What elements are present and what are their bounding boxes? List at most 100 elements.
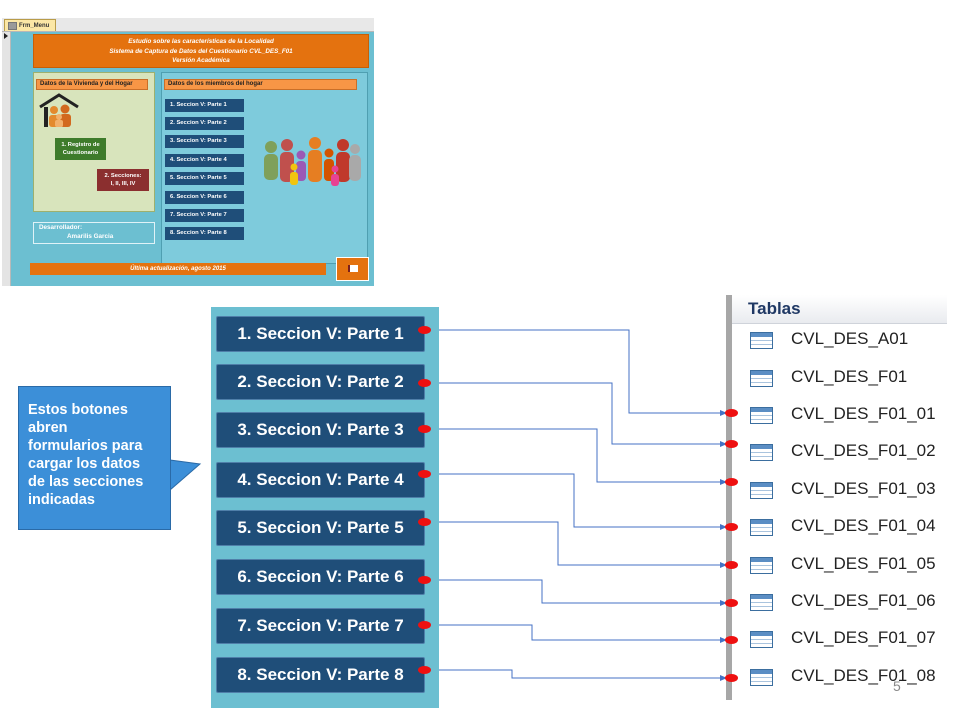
tables-panel: Tablas CVL_DES_A01 CVL_DES_F01 CVL_DES_F… [726, 295, 947, 700]
form-body: Estudio sobre las características de la … [11, 32, 374, 286]
section-button-3[interactable]: 3. Seccion V: Parte 3 [216, 412, 425, 448]
callout-note: Estos botones abren formularios para car… [18, 386, 171, 530]
connector-1 [432, 329, 727, 414]
small-section-button-6[interactable]: 6. Seccion V: Parte 6 [165, 191, 244, 204]
table-dot-1 [725, 409, 738, 417]
form-window: Frm_Menu Estudio sobre las característic… [2, 18, 374, 286]
small-section-button-5[interactable]: 5. Seccion V: Parte 5 [165, 172, 244, 185]
secciones-line-1: 2. Secciones: [104, 173, 142, 179]
connector-2 [432, 382, 727, 445]
exit-button[interactable] [336, 257, 369, 281]
table-icon [750, 370, 773, 387]
table-icon [750, 557, 773, 574]
tables-title: Tablas [748, 299, 801, 318]
button-dot-4 [418, 470, 431, 478]
button-dot-3 [418, 425, 431, 433]
table-icon [750, 332, 773, 349]
table-item[interactable]: CVL_DES_F01_06 [732, 588, 947, 618]
form-tab-bar: Frm_Menu [2, 18, 374, 32]
last-update-bar: Última actualización, agosto 2015 [30, 263, 326, 275]
table-dot-5 [725, 561, 738, 569]
title-line-3: Versión Académica [172, 57, 230, 64]
table-icon [750, 482, 773, 499]
table-item[interactable]: CVL_DES_F01_08 [732, 663, 947, 693]
arrowhead-6 [720, 600, 727, 606]
table-item[interactable]: CVL_DES_F01_01 [732, 401, 947, 431]
page-number: 5 [893, 678, 901, 694]
table-item[interactable]: CVL_DES_F01_02 [732, 438, 947, 468]
section-button-2[interactable]: 2. Seccion V: Parte 2 [216, 364, 425, 400]
button-dot-7 [418, 621, 431, 629]
section-button-7[interactable]: 7. Seccion V: Parte 7 [216, 608, 425, 644]
table-name: CVL_DES_F01_06 [791, 591, 936, 610]
connector-3 [432, 428, 727, 483]
household-panel: Datos de la Vivienda y del Hogar 1. Regi… [33, 72, 155, 212]
table-item[interactable]: CVL_DES_F01_05 [732, 551, 947, 581]
table-item[interactable]: CVL_DES_F01_07 [732, 625, 947, 655]
title-banner: Estudio sobre las características de la … [33, 34, 369, 68]
connector-7 [432, 624, 727, 641]
section-button-4[interactable]: 4. Seccion V: Parte 4 [216, 462, 425, 498]
title-line-2: Sistema de Captura de Datos del Cuestion… [109, 47, 293, 55]
form-tab[interactable]: Frm_Menu [4, 19, 56, 31]
section-buttons-panel: 1. Seccion V: Parte 1 2. Seccion V: Part… [211, 307, 439, 708]
table-dot-3 [725, 478, 738, 486]
arrowhead-1 [720, 410, 727, 416]
house-family-icon [39, 93, 79, 127]
table-item[interactable]: CVL_DES_A01 [732, 326, 947, 356]
connector-6 [432, 579, 727, 604]
section-button-8[interactable]: 8. Seccion V: Parte 8 [216, 657, 425, 693]
callout-line-6: indicadas [28, 492, 95, 508]
callout-line-5: de las secciones [28, 474, 144, 490]
section-button-6[interactable]: 6. Seccion V: Parte 6 [216, 559, 425, 595]
small-section-button-3[interactable]: 3. Seccion V: Parte 3 [165, 135, 244, 148]
table-dot-6 [725, 599, 738, 607]
table-name: CVL_DES_F01_08 [791, 666, 936, 685]
table-icon [750, 519, 773, 536]
registro-cuestionario-button[interactable]: 1. Registro de Cuestionario [55, 138, 106, 160]
record-selector[interactable] [2, 32, 11, 286]
title-line-1: Estudio sobre las características de la … [128, 38, 274, 45]
secciones-line-2: I, II, III, IV [110, 181, 136, 187]
form-icon [8, 22, 17, 30]
small-section-button-2[interactable]: 2. Seccion V: Parte 2 [165, 117, 244, 130]
small-section-button-7[interactable]: 7. Seccion V: Parte 7 [165, 209, 244, 222]
tables-header: Tablas [732, 295, 947, 324]
table-item[interactable]: CVL_DES_F01 [732, 364, 947, 394]
small-section-button-1[interactable]: 1. Seccion V: Parte 1 [165, 99, 244, 112]
table-item[interactable]: CVL_DES_F01_04 [732, 513, 947, 543]
table-name: CVL_DES_A01 [791, 329, 909, 348]
section-button-5[interactable]: 5. Seccion V: Parte 5 [216, 510, 425, 546]
arrowhead-3 [720, 479, 727, 485]
secciones-button[interactable]: 2. Secciones: I, II, III, IV [97, 169, 149, 191]
connector-5 [432, 521, 727, 566]
developer-name: Amarilis Garcia [67, 233, 114, 240]
record-arrow-icon [4, 33, 8, 39]
button-dot-2 [418, 379, 431, 387]
table-name: CVL_DES_F01 [791, 367, 908, 386]
table-name: CVL_DES_F01_03 [791, 479, 936, 498]
callout-line-2: abren [28, 420, 68, 436]
button-dot-6 [418, 576, 431, 584]
callout-line-3: formularios para [28, 438, 143, 454]
button-dot-8 [418, 666, 431, 674]
arrowhead-5 [720, 562, 727, 568]
table-icon [750, 669, 773, 686]
developer-label: Desarrollador: [39, 224, 83, 231]
developer-box: Desarrollador: Amarilis Garcia [33, 222, 155, 244]
table-item[interactable]: CVL_DES_F01_03 [732, 476, 947, 506]
table-icon [750, 631, 773, 648]
table-dot-8 [725, 674, 738, 682]
table-dot-4 [725, 523, 738, 531]
table-dot-7 [725, 636, 738, 644]
exit-door-icon [348, 265, 358, 272]
section-button-1[interactable]: 1. Seccion V: Parte 1 [216, 316, 425, 352]
table-icon [750, 594, 773, 611]
table-dot-2 [725, 440, 738, 448]
connector-4 [432, 473, 727, 528]
small-section-button-4[interactable]: 4. Seccion V: Parte 4 [165, 154, 244, 167]
small-section-button-8[interactable]: 8. Seccion V: Parte 8 [165, 227, 244, 240]
table-icon [750, 407, 773, 424]
family-group-icon [264, 137, 361, 186]
table-name: CVL_DES_F01_02 [791, 441, 936, 460]
